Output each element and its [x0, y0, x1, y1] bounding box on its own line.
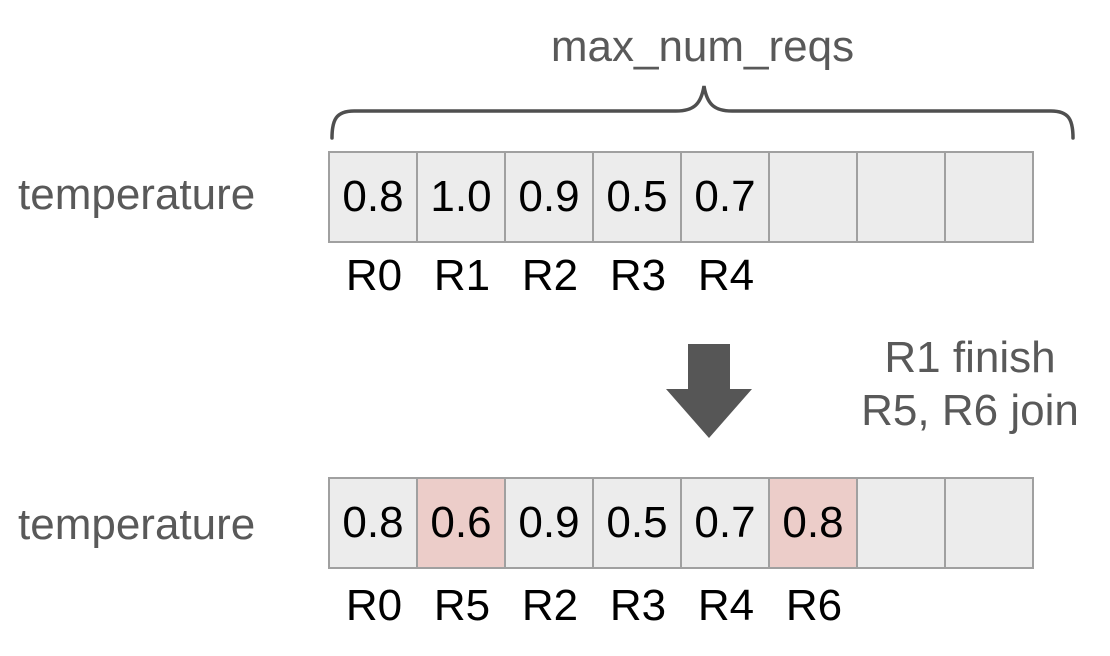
request-label: R3: [609, 251, 667, 300]
temperature-array-top: 0.8 1.0 0.9 0.5 0.7: [328, 151, 1034, 243]
array-cell: [945, 152, 1033, 242]
request-label: R4: [697, 251, 755, 300]
temperature-array-bottom: 0.8 0.6 0.9 0.5 0.7 0.8: [328, 477, 1034, 569]
row-label-temperature-top: temperature: [18, 170, 256, 219]
request-label: R4: [697, 581, 755, 630]
array-cell: 0.6: [417, 478, 505, 568]
array-cell: 0.8: [769, 478, 857, 568]
array-cell: [857, 152, 945, 242]
curly-brace: [330, 85, 1075, 140]
row-label-temperature-bottom: temperature: [18, 500, 256, 549]
request-label: R0: [345, 251, 403, 300]
request-label: R2: [521, 581, 579, 630]
array-cell: 0.9: [505, 152, 593, 242]
request-label: R0: [345, 581, 403, 630]
max-num-reqs-label: max_num_reqs: [550, 22, 855, 71]
array-cell: 0.7: [681, 152, 769, 242]
array-cell: 0.8: [329, 478, 417, 568]
array-cell: 0.9: [505, 478, 593, 568]
request-labels-bottom: R0 R5 R2 R3 R4 R6: [330, 581, 858, 631]
transition-line1: R1 finish: [884, 333, 1056, 382]
transition-note: R1 finish R5, R6 join: [820, 331, 1110, 437]
down-arrow-icon: [666, 344, 752, 438]
request-label: R5: [433, 581, 491, 630]
request-label: R3: [609, 581, 667, 630]
array-cell: [857, 478, 945, 568]
array-cell: 1.0: [417, 152, 505, 242]
request-label: R6: [785, 581, 843, 630]
array-cell: 0.8: [329, 152, 417, 242]
request-labels-top: R0 R1 R2 R3 R4: [330, 251, 770, 301]
array-cell: 0.7: [681, 478, 769, 568]
request-label: R1: [433, 251, 491, 300]
array-cell: 0.5: [593, 152, 681, 242]
request-label: R2: [521, 251, 579, 300]
array-cell: 0.5: [593, 478, 681, 568]
array-cell: [769, 152, 857, 242]
transition-line2: R5, R6 join: [861, 386, 1079, 435]
array-cell: [945, 478, 1033, 568]
